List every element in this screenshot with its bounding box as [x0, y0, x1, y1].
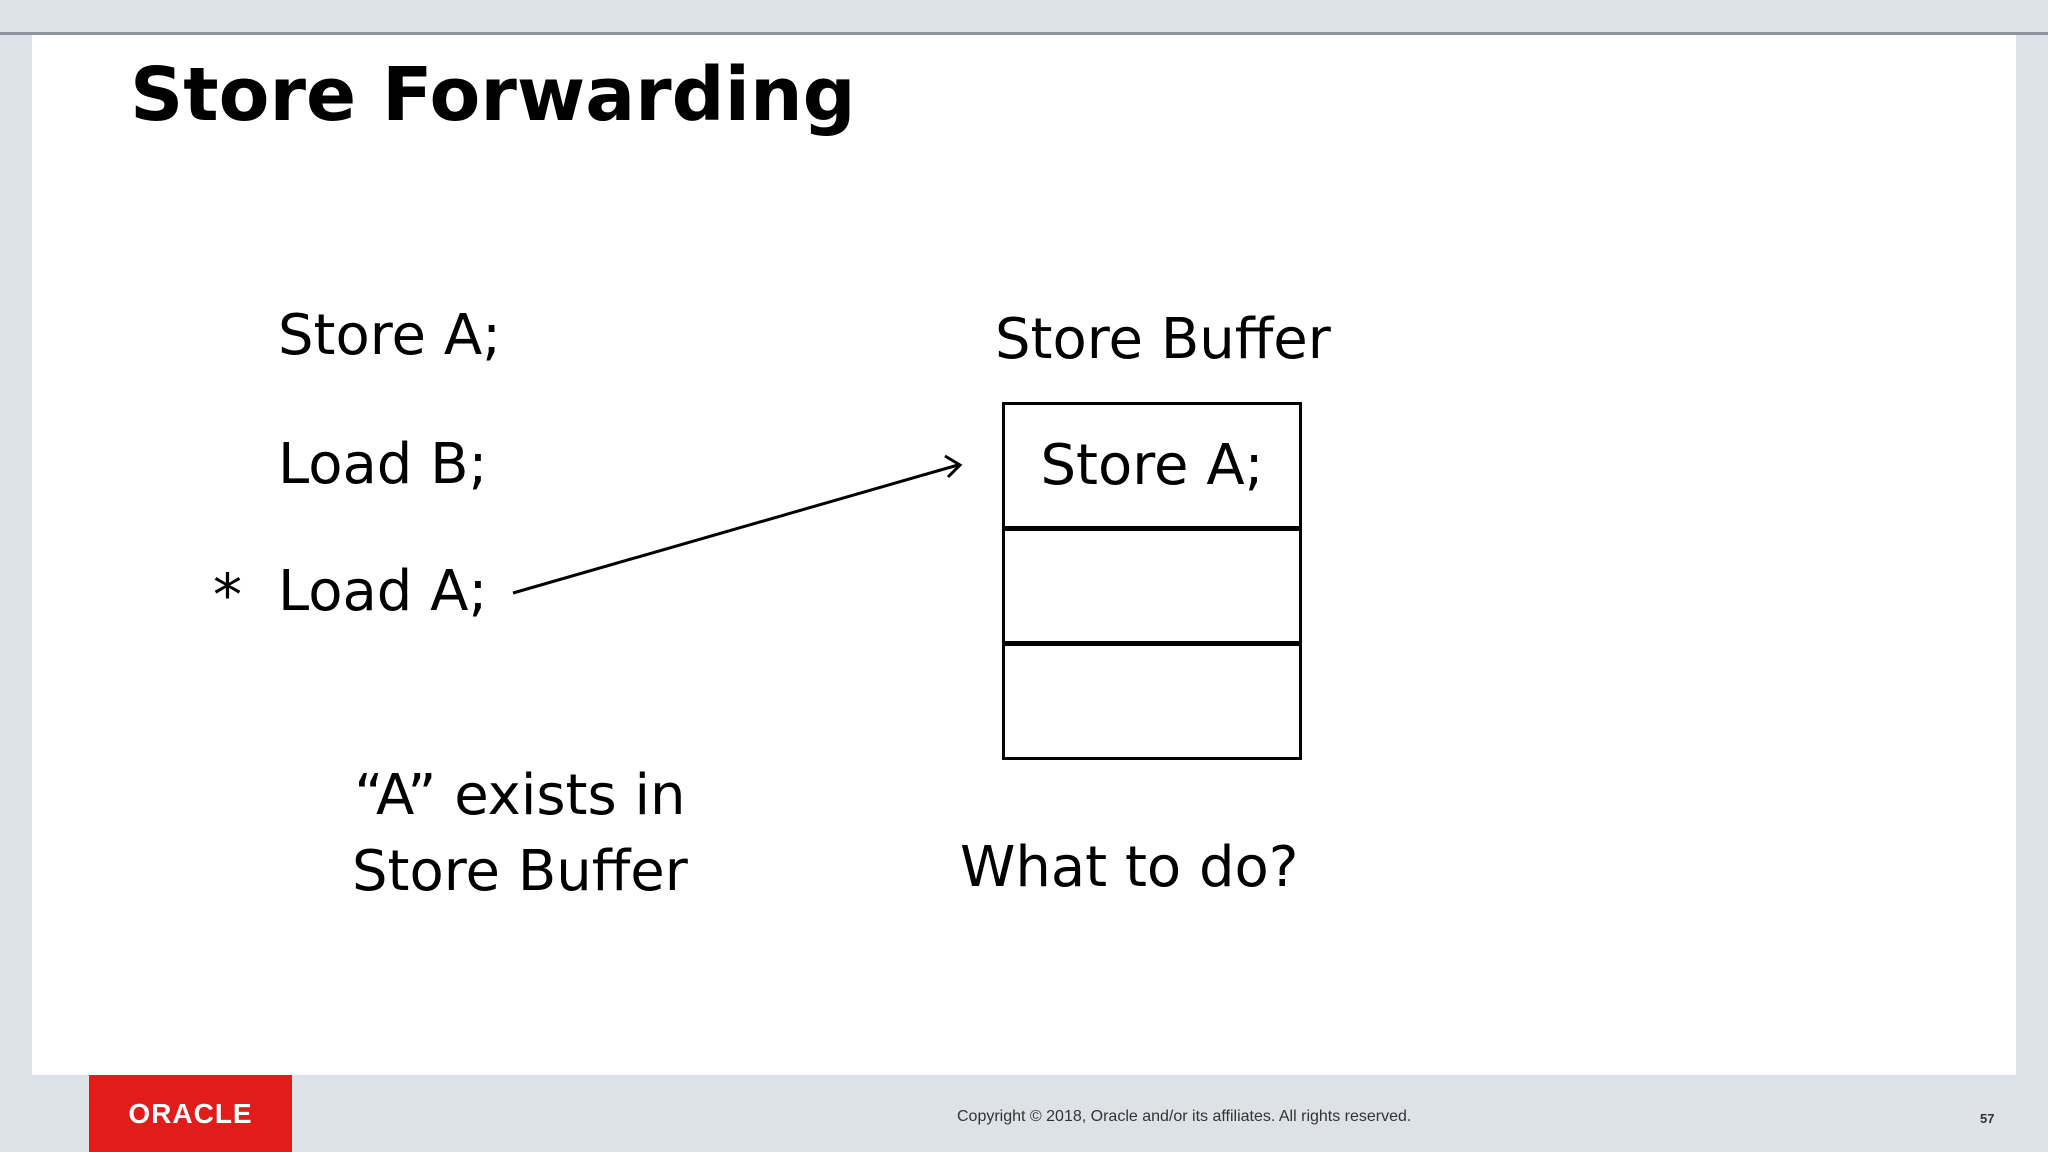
copyright-notice: Copyright © 2018, Oracle and/or its affi… — [957, 1108, 1412, 1125]
arrow-head — [944, 454, 963, 479]
store-buffer-label: Store Buffer — [995, 307, 1331, 372]
note-text: “A” exists in Store Buffer — [352, 758, 688, 910]
instruction-load-a: Load A; — [278, 559, 488, 624]
buffer-entry-1: Store A; — [1040, 433, 1264, 498]
note-line-2: Store Buffer — [352, 839, 688, 904]
slide-canvas — [32, 35, 2016, 1075]
note-line-1: “A” exists in — [354, 763, 686, 828]
buffer-divider — [1005, 526, 1299, 531]
oracle-logo: ORACLE — [89, 1075, 292, 1152]
top-divider — [0, 32, 2048, 35]
slide-title: Store Forwarding — [130, 52, 856, 138]
store-buffer-box: Store A; — [1002, 402, 1302, 760]
oracle-logo-text: ORACLE — [128, 1097, 253, 1129]
current-instruction-marker: * — [213, 561, 242, 629]
arrow-shaft — [512, 463, 959, 595]
instruction-load-b: Load B; — [278, 432, 488, 497]
page-number: 57 — [1980, 1111, 1995, 1126]
question-text: What to do? — [960, 835, 1299, 900]
instruction-store-a: Store A; — [278, 303, 501, 368]
buffer-divider — [1005, 641, 1299, 646]
